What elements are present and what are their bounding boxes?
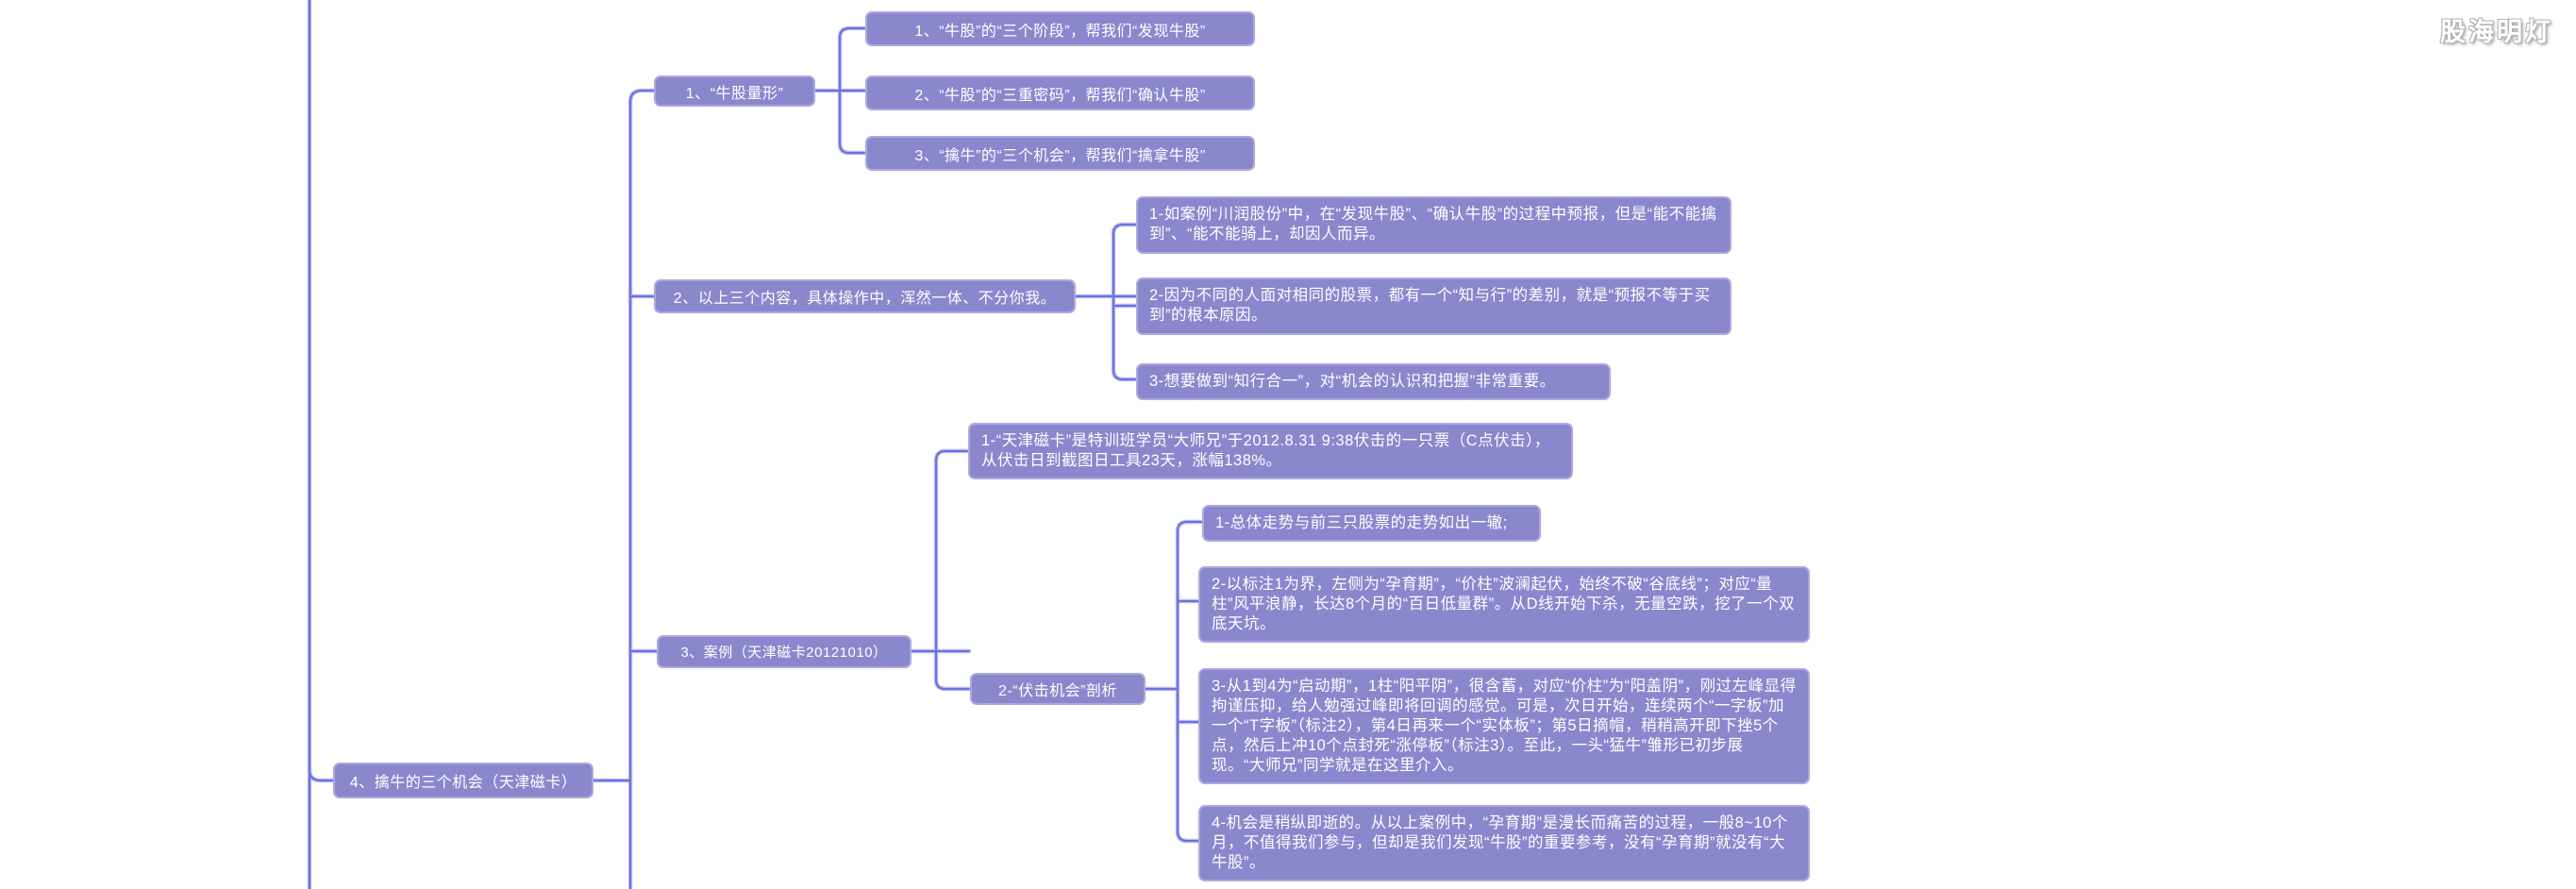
node-branch-1[interactable]: 1、“牛股量形” xyxy=(654,75,815,107)
node-root[interactable]: 4、擒牛的三个机会（天津磁卡） xyxy=(333,763,594,798)
node-leaf-3-2-4[interactable]: 4-机会是稍纵即逝的。从以上案例中，“孕育期”是漫长而痛苦的过程，一般8~10个… xyxy=(1198,805,1810,881)
node-branch-3-2[interactable]: 2-“伏击机会”剖析 xyxy=(970,673,1146,705)
node-leaf-2-1[interactable]: 1-如案例“川润股份”中，在“发现牛股”、“确认牛股”的过程中预报，但是“能不能… xyxy=(1136,196,1731,254)
node-leaf-3-2-1[interactable]: 1-总体走势与前三只股票的走势如出一辙; xyxy=(1202,505,1541,542)
node-leaf-3-2-2[interactable]: 2-以标注1为界，左侧为“孕育期”，“价柱”波澜起伏，始终不破“谷底线”；对应“… xyxy=(1198,566,1810,643)
node-branch-2[interactable]: 2、以上三个内容，具体操作中，浑然一体、不分你我。 xyxy=(654,279,1076,313)
node-branch-3[interactable]: 3、案例（天津磁卡20121010） xyxy=(657,635,912,668)
node-leaf-1-3[interactable]: 3、“擒牛”的“三个机会”，帮我们“擒拿牛股” xyxy=(865,136,1255,171)
watermark: 股海明灯 xyxy=(2440,18,2553,46)
node-leaf-1-2[interactable]: 2、“牛股”的“三重密码”，帮我们“确认牛股” xyxy=(865,75,1255,110)
node-leaf-2-3[interactable]: 3-想要做到“知行合一”，对“机会的认识和把握”非常重要。 xyxy=(1136,363,1611,400)
node-leaf-1-1[interactable]: 1、“牛股”的“三个阶段”，帮我们“发现牛股” xyxy=(865,11,1255,46)
node-leaf-3-2-3[interactable]: 3-从1到4为“启动期”，1柱“阳平阴”，很含蓄，对应“价柱”为“阳盖阴”，刚过… xyxy=(1198,668,1810,784)
node-leaf-2-2[interactable]: 2-因为不同的人面对相同的股票，都有一个“知与行”的差别，就是“预报不等于买到”… xyxy=(1136,277,1731,335)
node-leaf-3-1[interactable]: 1-“天津磁卡”是特训班学员“大师兄”于2012.8.31 9:38伏击的一只票… xyxy=(968,423,1573,479)
